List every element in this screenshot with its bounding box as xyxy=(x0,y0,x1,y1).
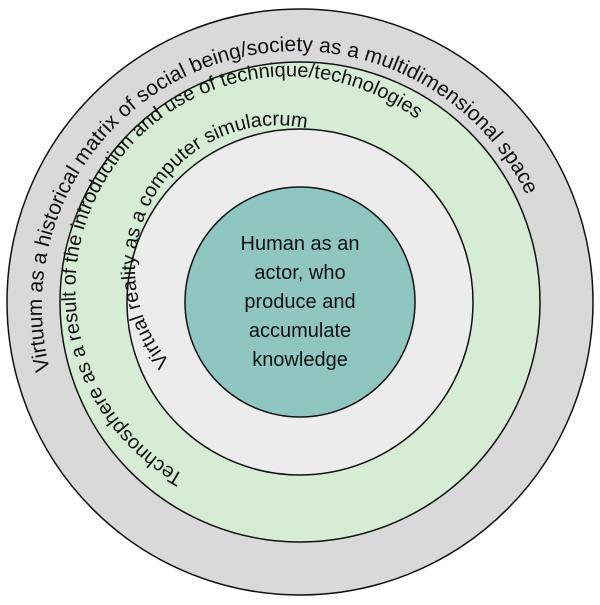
core-label-line: knowledge xyxy=(252,349,348,371)
core-circle xyxy=(184,186,416,418)
core-label-line: Human as an xyxy=(240,233,360,255)
core-label-line: accumulate xyxy=(248,320,352,342)
core-label: Human as an actor, who produce and accum… xyxy=(200,230,400,375)
core-label-line: actor, who xyxy=(254,262,346,284)
core-label-line: produce and xyxy=(244,291,356,313)
